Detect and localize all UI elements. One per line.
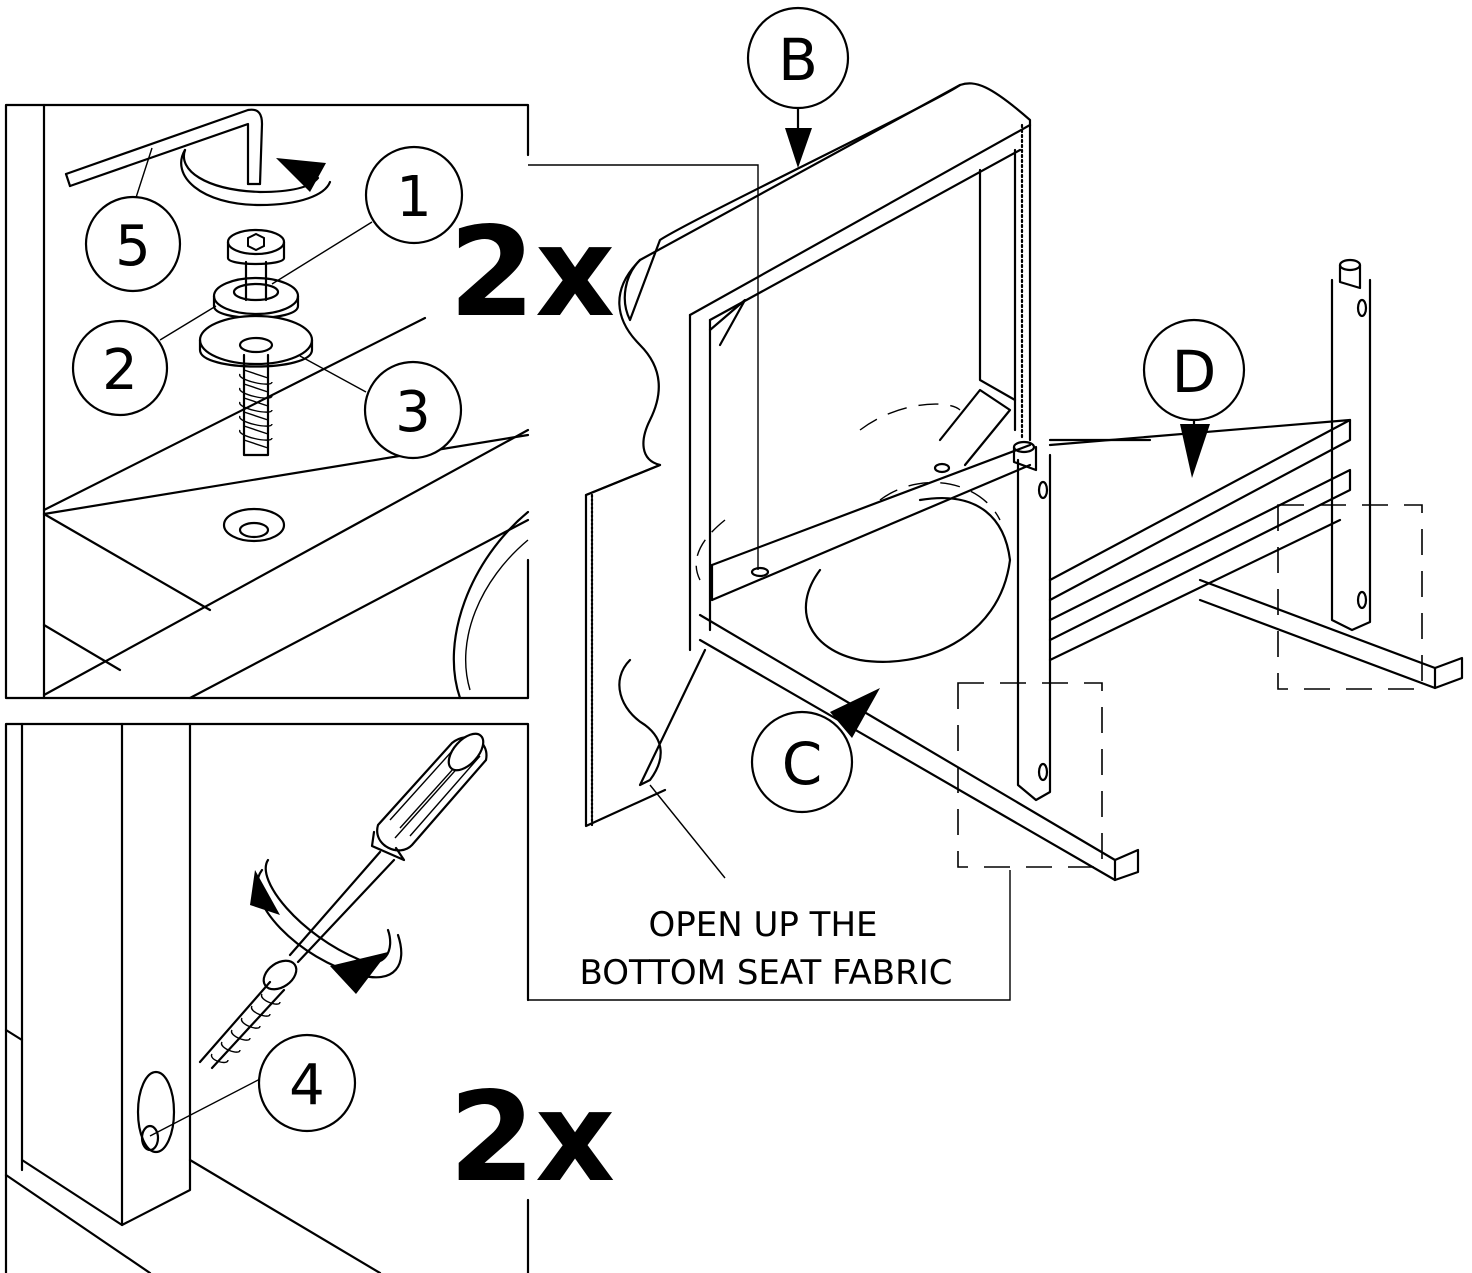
detail-connector-top: [528, 164, 759, 570]
instruction-leader: [649, 784, 726, 879]
flat-washer-icon: [198, 314, 314, 368]
chair-frame-view: [584, 82, 1464, 882]
callout-3: 3: [363, 360, 463, 460]
screwdriver-icon: [288, 732, 488, 964]
pilot-hole: [136, 1070, 176, 1154]
detail-connector-bottom: [528, 870, 1011, 1001]
bottom-detail-panel: 4: [4, 722, 530, 1273]
callout-c: C: [750, 688, 880, 814]
rotate-arrow-icon: [180, 148, 332, 207]
top-quantity-label: 2x: [449, 201, 615, 345]
rotate-arrow-icon: [250, 858, 403, 994]
callout-5: 5: [84, 195, 182, 293]
instruction-line-1: OPEN UP THE: [648, 905, 877, 945]
counterbore-hole: [222, 507, 286, 543]
callout-4: 4: [257, 1033, 357, 1133]
wood-screw-icon: [198, 959, 298, 1070]
bottom-quantity-label: 2x: [449, 1066, 615, 1210]
top-detail-panel: 1 2 3 5: [4, 103, 530, 700]
detail-box-front-leg: [957, 682, 1103, 868]
bolt-icon: [226, 228, 286, 302]
callout-b-label: B: [778, 26, 818, 94]
callout-5-label: 5: [115, 214, 151, 279]
instruction-line-2: BOTTOM SEAT FABRIC: [579, 953, 952, 993]
callout-d: D: [1142, 318, 1246, 478]
spring-washer-icon: [212, 276, 300, 320]
callout-1: 1: [364, 145, 464, 245]
callout-4-label: 4: [289, 1053, 325, 1118]
callout-2-label: 2: [102, 338, 138, 403]
callout-c-label: C: [782, 730, 823, 798]
callout-d-label: D: [1172, 338, 1217, 406]
callout-1-label: 1: [396, 165, 432, 230]
detail-box-back-leg: [1277, 504, 1423, 690]
callout-2: 2: [71, 319, 169, 417]
threaded-shank-icon: [239, 353, 273, 457]
allen-key-icon: [64, 108, 264, 188]
callout-b: B: [746, 6, 850, 168]
callout-3-label: 3: [395, 380, 431, 445]
